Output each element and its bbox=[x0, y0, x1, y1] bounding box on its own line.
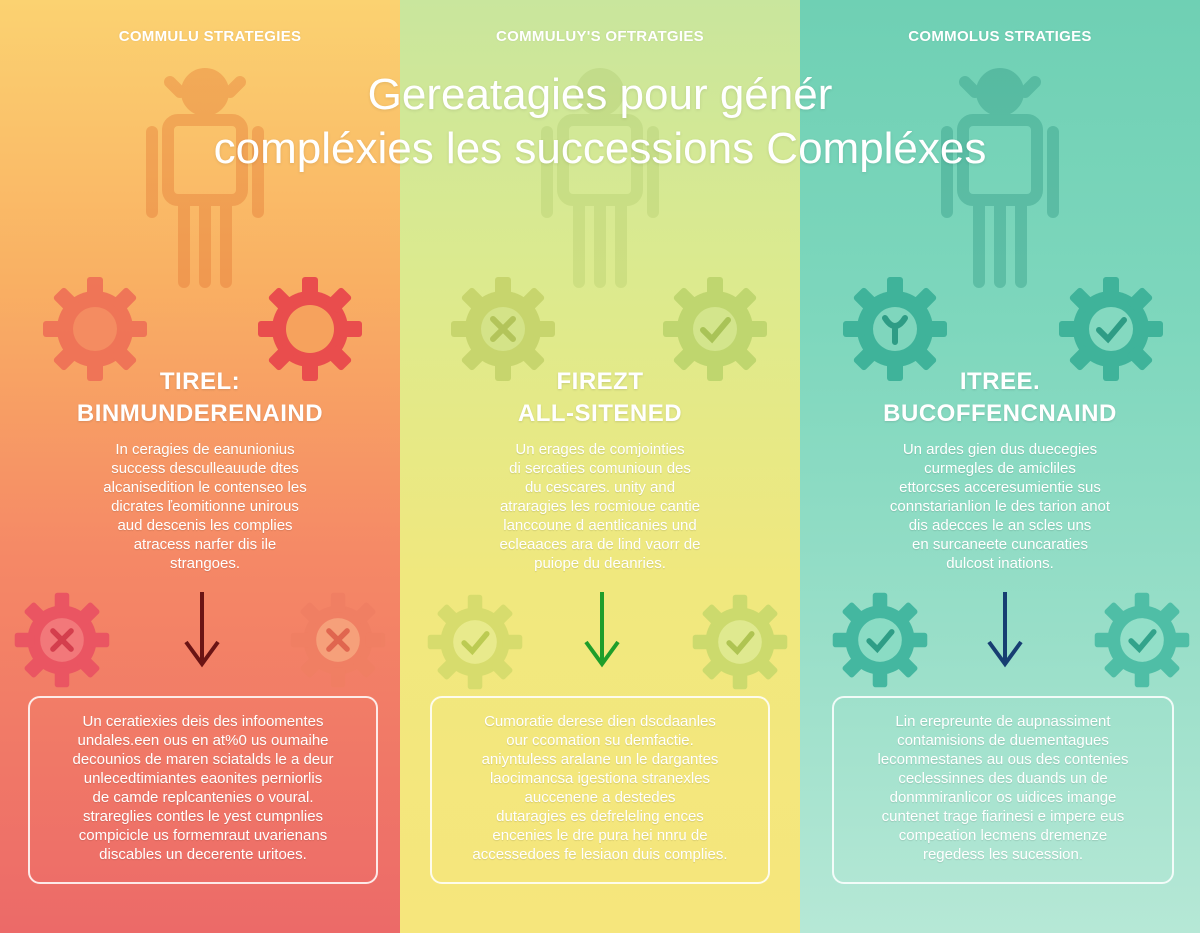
info-box-line: Cumoratie derese dien dscdaanles bbox=[484, 713, 716, 730]
gear-check-icon bbox=[832, 592, 928, 688]
info-box-line: discables un decerente uritoes. bbox=[99, 846, 307, 863]
column-header-1: COMMULU STRATEGIES bbox=[118, 28, 302, 45]
gear-x-icon bbox=[43, 277, 147, 381]
description-line: In ceragies de eanunionius bbox=[115, 441, 295, 458]
strategy-description-1: In ceragies de eanunionius success descu… bbox=[55, 440, 355, 573]
down-arrow-icon bbox=[584, 592, 620, 668]
info-box-line: contamisions de duementagues bbox=[897, 732, 1109, 749]
info-box-line: decounios de maren sciatalds le a deur bbox=[72, 751, 334, 768]
gear-x-icon bbox=[290, 592, 386, 688]
description-line: strangoes. bbox=[169, 555, 241, 572]
gear-check-icon bbox=[692, 594, 788, 690]
info-box-line: regedess les sucession. bbox=[922, 846, 1084, 863]
info-box-line: dutaragies es defreleling ences bbox=[496, 808, 704, 825]
info-box-line: auccenene a destedes bbox=[524, 789, 676, 806]
person-figure-icon bbox=[941, 68, 1059, 288]
main-title-line-1: Gereatagies pour génér bbox=[367, 70, 833, 119]
strategy-title-3: ITREE. BUCOFFENCNAIND bbox=[800, 366, 1200, 430]
strategy-title-1: TIREL: BINMUNDERENAIND bbox=[0, 366, 400, 430]
strategy-title-3-line-1: ITREE. bbox=[959, 368, 1041, 395]
info-box-2: Cumoratie derese dien dscdaanles our cco… bbox=[430, 696, 770, 884]
info-box-line: ceclessinnes des duands un de bbox=[898, 770, 1108, 787]
strategy-title-1-line-1: TIREL: bbox=[159, 368, 241, 395]
gear-check-icon bbox=[1094, 592, 1190, 688]
strategy-title-3-line-2: BUCOFFENCNAIND bbox=[883, 400, 1117, 427]
description-line: Un erages de comjointies bbox=[515, 441, 685, 458]
info-box-line: donmmiranlicor os uidices imange bbox=[889, 789, 1117, 806]
info-box-line: encenies le dre pura hei nnru de bbox=[492, 827, 708, 844]
strategy-description-3: Un ardes gien dus duecegies curmegles de… bbox=[850, 440, 1150, 573]
description-line: ecleaaces ara de lind vaorr de bbox=[499, 536, 701, 553]
description-line: aud descenis les complies bbox=[117, 517, 293, 534]
column-background-right bbox=[800, 0, 1200, 933]
description-line: success desculleauude dtes bbox=[111, 460, 299, 477]
person-figure-icon bbox=[146, 68, 264, 288]
gear-icon bbox=[258, 277, 362, 381]
info-box-line: undales.een ous en at%0 us oumaihe bbox=[77, 732, 329, 749]
info-box-line: lecommestanes au ous des contenies bbox=[877, 751, 1129, 768]
info-box-3: Lin erepreunte de aupnassiment contamisi… bbox=[832, 696, 1174, 884]
description-line: puiope du deanries. bbox=[534, 555, 666, 572]
column-background-middle bbox=[400, 0, 800, 933]
strategy-title-2: FIREZT ALL-SITENED bbox=[400, 366, 800, 430]
description-line: ettorcses acceresumientie sus bbox=[899, 479, 1101, 496]
gear-check-icon bbox=[427, 594, 523, 690]
description-line: atraragies les rocmioue cantie bbox=[499, 498, 701, 515]
info-box-line: compicicle us formemraut uvarienans bbox=[78, 827, 328, 844]
description-line: connstarianlion le des tarion anot bbox=[889, 498, 1111, 515]
column-header-2: COMMULUY'S OFTRATGIES bbox=[496, 28, 704, 45]
info-box-line: de camde replcantenies o voural. bbox=[92, 789, 314, 806]
column-background-left bbox=[0, 0, 400, 933]
description-line: curmegles de amicliles bbox=[924, 460, 1076, 477]
info-box-line: accessedoes fe lesiaon duis complies. bbox=[472, 846, 728, 863]
info-box-line: strareglies contles le yest cumpnlies bbox=[82, 808, 324, 825]
down-arrow-icon bbox=[987, 592, 1023, 668]
person-figure-icon bbox=[541, 68, 659, 288]
description-line: du cescares. unity and bbox=[524, 479, 676, 496]
description-line: lanccoune d aentlicanies und bbox=[503, 517, 697, 534]
description-line: dicrates ľeomitionne unirous bbox=[111, 498, 299, 515]
info-box-line: compeation lecmens dremenze bbox=[898, 827, 1108, 844]
description-line: di sercaties comunioun des bbox=[509, 460, 691, 477]
column-header-3: COMMOLUS STRATIGES bbox=[908, 28, 1092, 45]
description-line: dis adecces le an scles uns bbox=[908, 517, 1092, 534]
gear-x-icon bbox=[14, 592, 110, 688]
strategy-title-2-line-1: FIREZT bbox=[556, 368, 644, 395]
info-box-line: aniyntuless aralane un le dargantes bbox=[481, 751, 719, 768]
gear-check-icon bbox=[1059, 277, 1163, 381]
strategy-title-2-line-2: ALL-SITENED bbox=[517, 400, 683, 427]
main-title: Gereatagies pour génér compléxies les su… bbox=[60, 68, 1140, 176]
strategy-description-2: Un erages de comjointies di sercaties co… bbox=[450, 440, 750, 573]
info-box-line: our ccomation su demfactie. bbox=[506, 732, 694, 749]
info-box-line: unlecedtimiantes eaonites perniorlis bbox=[83, 770, 323, 787]
description-line: alcanisedition le contenseo les bbox=[103, 479, 307, 496]
description-line: Un ardes gien dus duecegies bbox=[902, 441, 1098, 458]
description-line: en surcaneete cuncaraties bbox=[912, 536, 1088, 553]
info-box-line: Un ceratiexies deis des infoomentes bbox=[82, 713, 324, 730]
description-line: atracess narfer dis ile bbox=[133, 536, 277, 553]
info-box-1: Un ceratiexies deis des infoomentes unda… bbox=[28, 696, 378, 884]
info-box-line: cuntenet trage fiarinesi e impere eus bbox=[881, 808, 1125, 825]
info-box-line: Lin erepreunte de aupnassiment bbox=[895, 713, 1111, 730]
strategy-title-1-line-2: BINMUNDERENAIND bbox=[76, 400, 324, 427]
info-box-line: laocimancsa igestiona stranexles bbox=[489, 770, 711, 787]
gear-check-icon bbox=[663, 277, 767, 381]
gear-x-icon bbox=[451, 277, 555, 381]
down-arrow-icon bbox=[184, 592, 220, 668]
description-line: dulcost inations. bbox=[946, 555, 1054, 572]
gear-y-icon bbox=[843, 277, 947, 381]
main-title-line-2: compléxies les successions Compléxes bbox=[213, 124, 987, 173]
